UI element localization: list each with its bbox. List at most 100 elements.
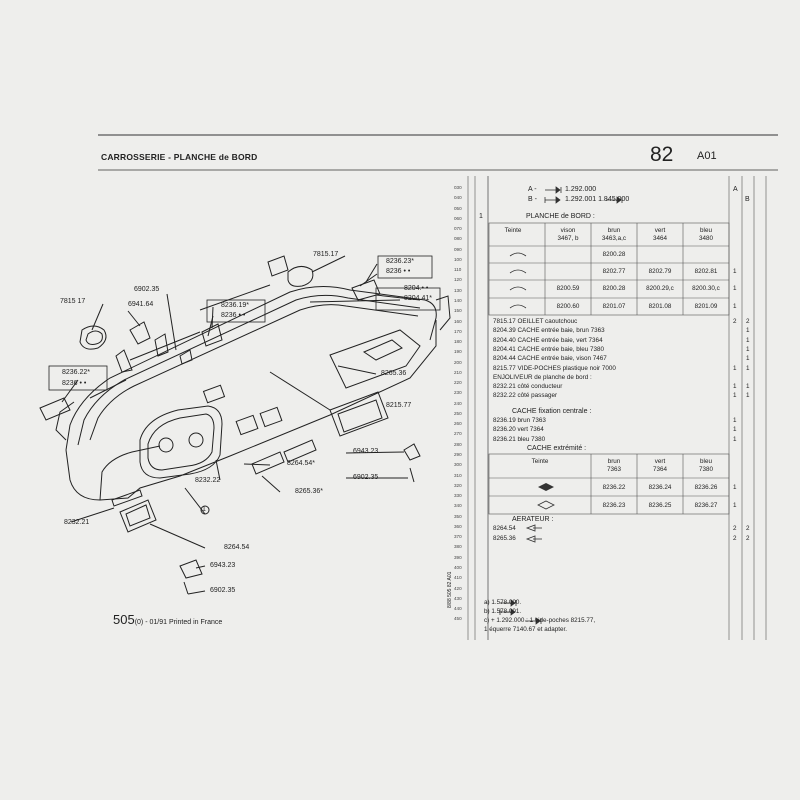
callout-7815-17-left: 7815 17 — [60, 298, 86, 305]
row-number: 320 — [454, 482, 462, 488]
part-qty-b: 1 — [746, 392, 750, 400]
note-line: a) 1.578.000. — [484, 599, 522, 606]
row-number: 260 — [454, 421, 462, 427]
aerateur-line: 8265.36 — [493, 535, 516, 542]
cache-header-cell: bleu — [700, 458, 712, 465]
row-number: 230 — [454, 390, 462, 396]
part-qty-b: 1 — [746, 327, 750, 335]
cache-header-cell: brun — [607, 458, 621, 465]
callout-8204-41: 8204.41* — [404, 295, 433, 302]
part-qty-a: 1 — [733, 364, 737, 372]
row-number: 170 — [454, 328, 462, 334]
note-line: c) + 1.292.000 : 1 vide-poches 8215.77, — [484, 617, 596, 624]
teinte-cell: 8201.08 — [648, 303, 672, 310]
version-a-range: 1.292.000 — [565, 186, 597, 193]
row-number: 240 — [454, 400, 462, 406]
note-line: 1 équerre 7140.67 et adapter. — [484, 626, 567, 633]
part-line: 8204.39 CACHE entrée baie, brun 7363 — [493, 327, 605, 335]
row-number: 130 — [454, 287, 462, 293]
row-number: 060 — [454, 215, 462, 221]
teinte-header-cell: Teinte — [504, 227, 522, 234]
teinte-header-cell: vert — [654, 227, 666, 234]
part-line: 8232.21 côté conducteur — [493, 383, 563, 391]
callout-8236-23: 8236.23* — [386, 258, 415, 265]
row-number: 120 — [454, 277, 462, 283]
part-line: 8204.40 CACHE entrée baie, vert 7364 — [493, 336, 603, 344]
cache-cell: 8236.27 — [694, 502, 718, 509]
teinte-header-cell: 3464 — [652, 235, 667, 242]
aerateur-qty-a: 2 — [733, 525, 737, 532]
teinte-cell: 8201.07 — [602, 303, 626, 310]
callout-6902-35-bot: 6902.35 — [210, 587, 236, 594]
cache-cell: 8236.22 — [602, 484, 626, 491]
teinte-header-cell: 3480 — [698, 235, 713, 242]
callout-6941-64: 6941.64 — [128, 301, 154, 308]
row-number: 250 — [454, 410, 462, 416]
teinte-cell: 8200.30,c — [692, 285, 720, 292]
teinte-cell: 8202.81 — [694, 268, 718, 275]
aerateur-line: 8264.54 — [493, 525, 516, 532]
teinte-header-cell: vison — [560, 227, 576, 234]
part-qty-a: 1 — [733, 392, 737, 400]
cache-fix-qty: 1 — [733, 435, 737, 443]
row-number: 410 — [454, 575, 462, 581]
print-info: (0) - 01/91 Printed in France — [134, 619, 223, 626]
teinte-header-cell: 3467, b — [557, 235, 579, 242]
cache-header-cell: 7363 — [606, 466, 621, 473]
aerateur-qty-b: 2 — [746, 535, 750, 542]
cache-qty: 1 — [733, 484, 737, 491]
row-number: 160 — [454, 318, 462, 324]
cache-cell: 8236.26 — [694, 484, 718, 491]
cache-qty: 1 — [733, 502, 737, 509]
cache-header-cell: 7364 — [652, 466, 667, 473]
aerateur-qty-a: 2 — [733, 535, 737, 542]
planche-qty: 1 — [479, 213, 483, 220]
row-number: 030 — [454, 185, 462, 190]
teinte-cell: 8200.60 — [556, 303, 580, 310]
part-line: 8204.44 CACHE entrée baie, vison 7467 — [493, 355, 607, 363]
row-number: 050 — [454, 205, 462, 211]
aerateur-label: AERATEUR : — [512, 516, 554, 523]
callout-8232-22: 8232.22 — [195, 477, 221, 484]
row-number: 360 — [454, 523, 462, 529]
row-number: 350 — [454, 513, 462, 519]
row-number: 430 — [454, 595, 462, 601]
cache-header-cell: Teinte — [531, 458, 549, 465]
cache-header-cell: vert — [654, 458, 666, 465]
part-qty-a: 1 — [733, 383, 737, 391]
row-number: 290 — [454, 452, 462, 458]
callout-6902-35-mid: 6902.35 — [353, 474, 379, 481]
cache-fix-line: 8236.20 vert 7364 — [493, 426, 544, 434]
row-number: 370 — [454, 534, 462, 540]
cache-fix-line: 8236.19 brun 7363 — [493, 417, 546, 424]
row-number: 440 — [454, 606, 462, 612]
row-number: 070 — [454, 226, 462, 232]
callout-6943-23-bot: 6943.23 — [210, 562, 236, 569]
row-number: 270 — [454, 431, 462, 437]
row-number: 190 — [454, 349, 462, 355]
part-qty-b: 1 — [746, 336, 750, 344]
version-b-letter: B - — [528, 196, 537, 203]
teinte-cell: 8200.28 — [602, 285, 626, 292]
callout-8204-1: 8204.• • — [404, 285, 429, 292]
cache-fix-label: CACHE fixation centrale : — [512, 408, 592, 415]
teinte-cell: 8202.79 — [648, 268, 672, 275]
row-number: 080 — [454, 236, 462, 242]
page-title: CARROSSERIE - PLANCHE de BORD — [101, 152, 258, 162]
row-number: 210 — [454, 369, 462, 375]
page-number: 505 — [113, 612, 135, 627]
teinte-cell: 8200.59 — [556, 285, 580, 292]
cache-header-cell: 7380 — [698, 466, 713, 473]
callout-8265-36-top: 8265.36 — [381, 370, 407, 377]
part-line: 8215.77 VIDE-POCHES plastique noir 7000 — [493, 364, 616, 372]
row-number: 400 — [454, 564, 462, 570]
part-qty-a: 2 — [733, 318, 737, 325]
part-line: ENJOLIVEUR de planche de bord : — [493, 373, 592, 381]
cache-extremite-label: CACHE extrémité : — [527, 445, 587, 452]
page-footer: 505(0) - 01/91 Printed in France — [113, 612, 222, 627]
note-line: b) 1.578.001. — [484, 608, 522, 615]
callout-8264-54-bot: 8264.54 — [224, 544, 250, 551]
callout-8215-77: 8215.77 — [386, 402, 412, 409]
part-qty-b: 1 — [746, 345, 750, 353]
cache-fix-qty: 1 — [733, 417, 737, 424]
